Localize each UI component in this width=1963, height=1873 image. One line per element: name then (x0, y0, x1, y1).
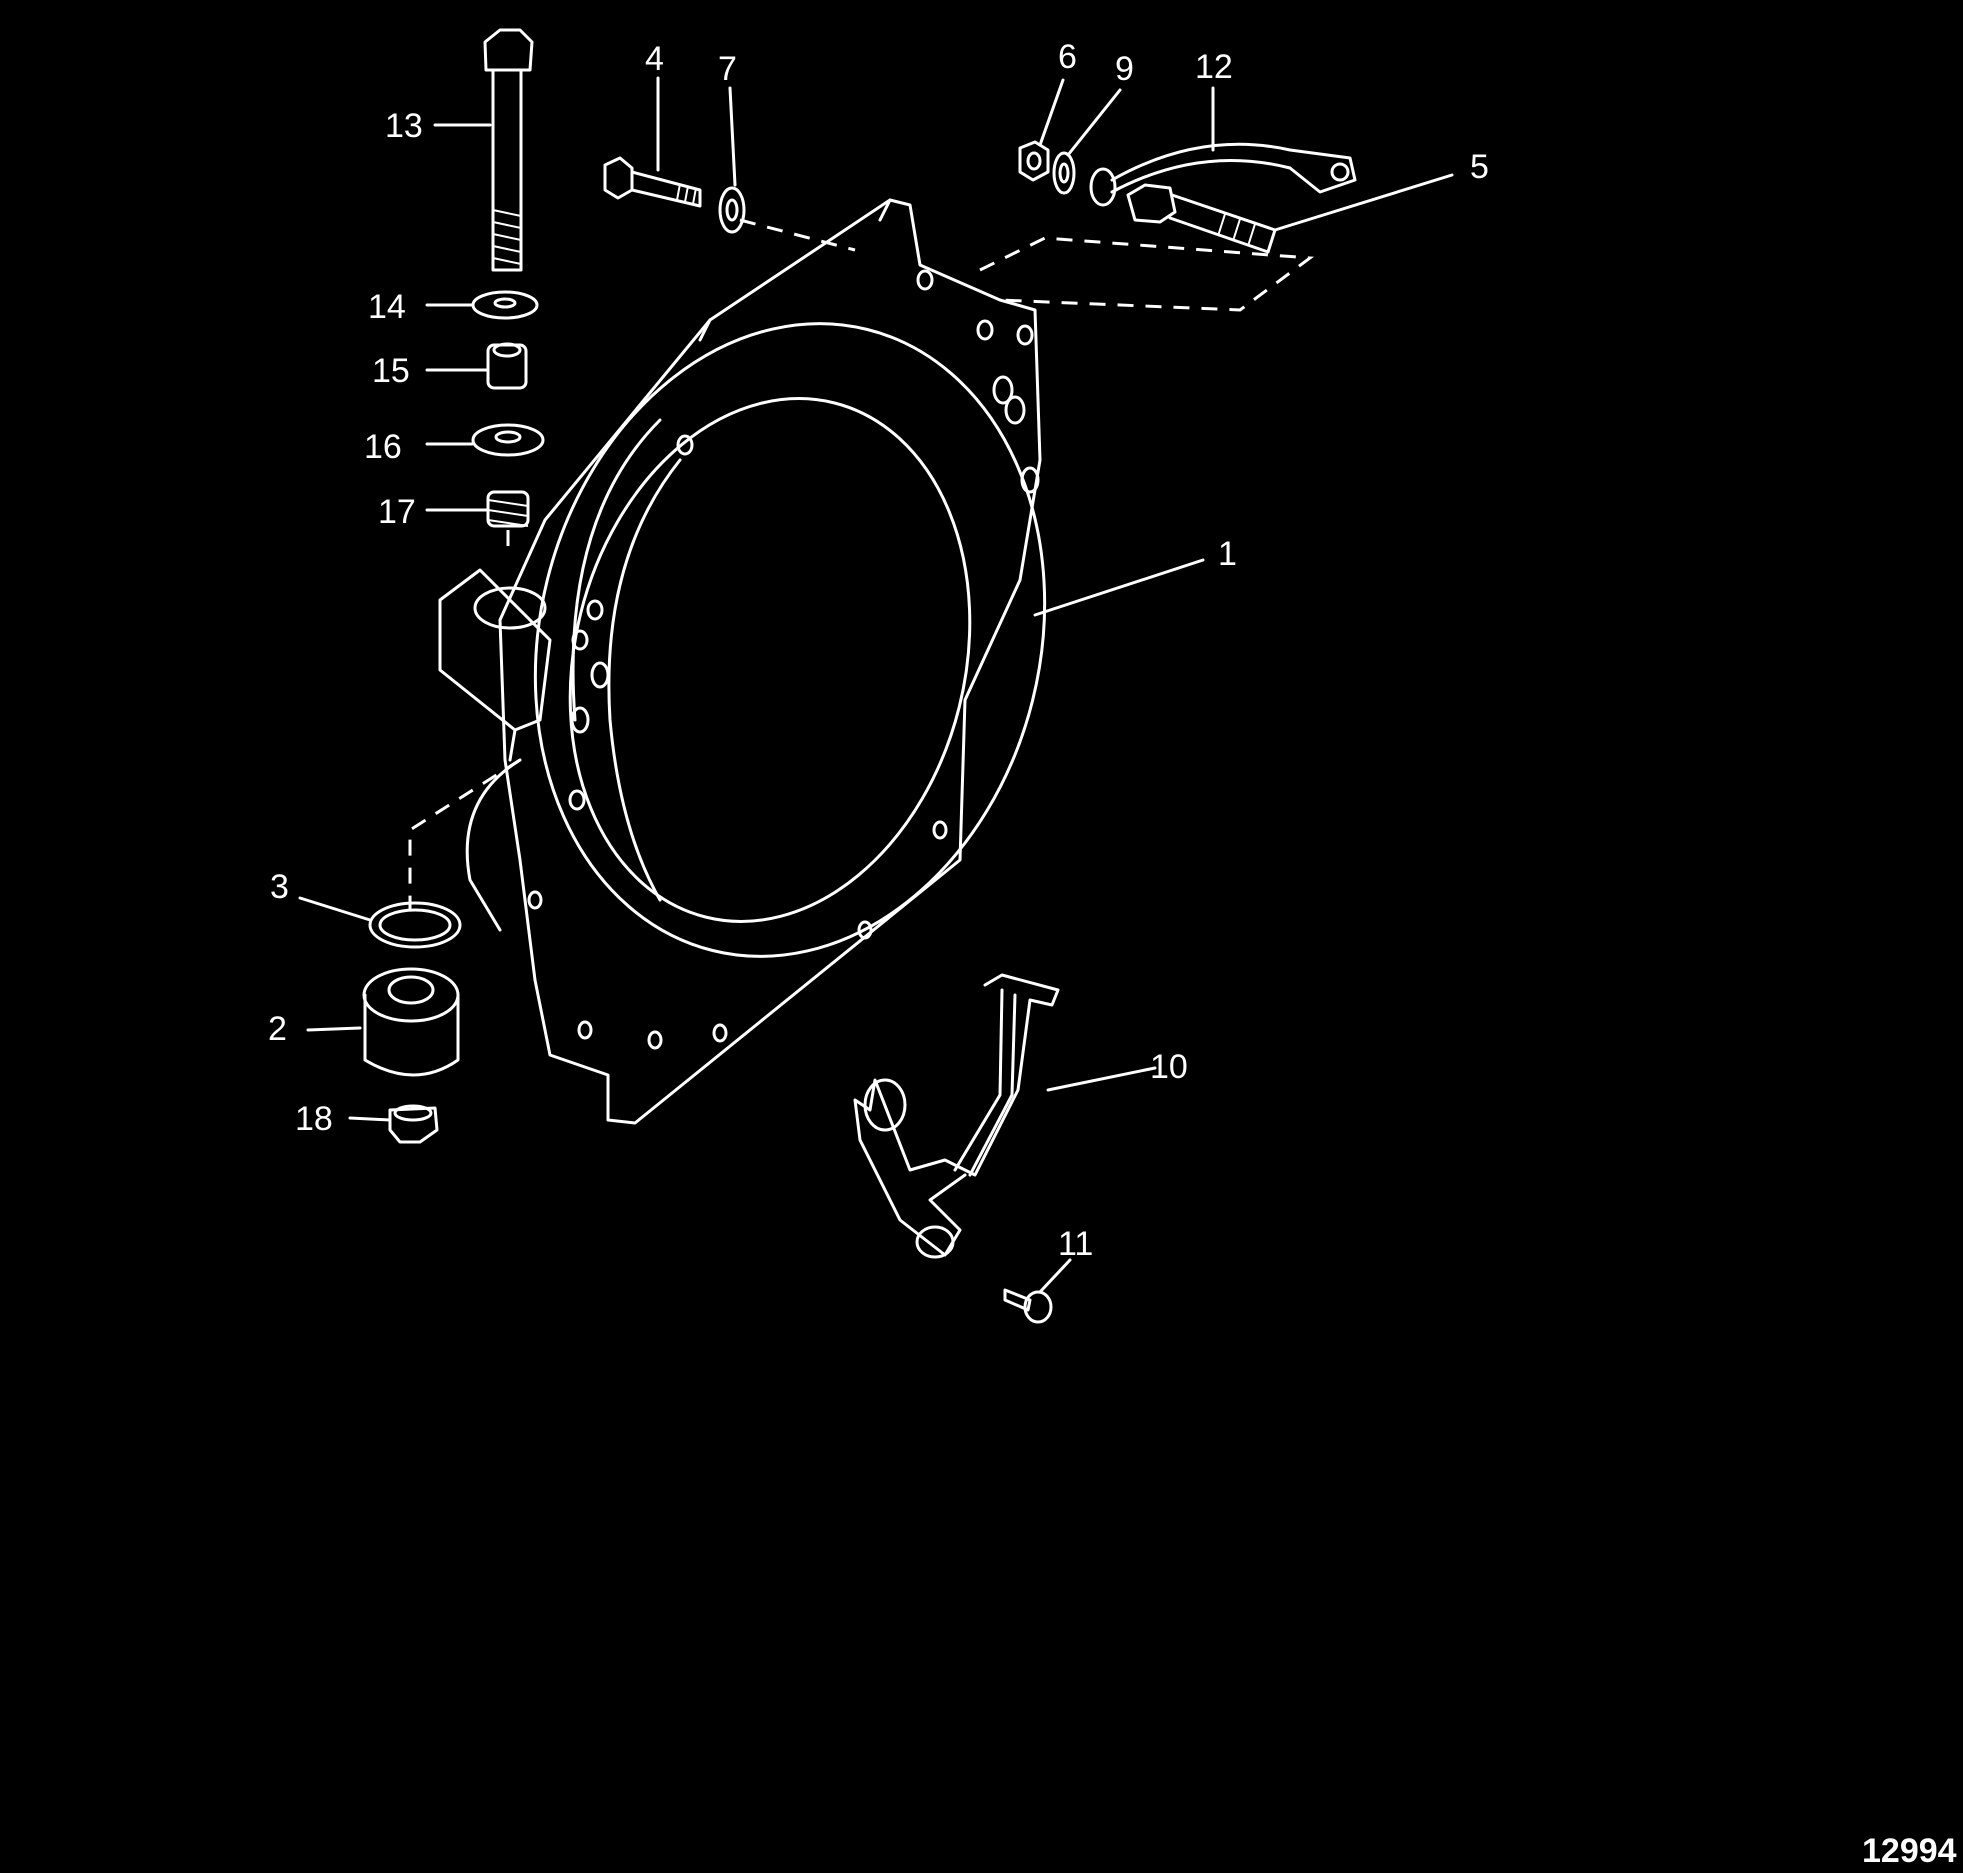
callout-16: 16 (364, 428, 402, 466)
leader-11 (1038, 1258, 1072, 1294)
spring-17 (486, 490, 530, 555)
callout-11: 11 (1058, 1225, 1093, 1263)
leader-6 (1038, 78, 1065, 147)
callout-7: 7 (718, 50, 737, 88)
leader-lines (298, 76, 1454, 1294)
flange-bolt-holes (527, 269, 1040, 1050)
callout-5: 5 (1470, 148, 1489, 186)
callout-17: 17 (378, 493, 416, 531)
bracket-10 (853, 973, 1060, 1259)
callout-labels: 1 2 3 4 5 6 7 9 10 11 12 13 14 15 16 17 … (268, 38, 1489, 1263)
bolt-4 (603, 156, 702, 208)
leader-5 (1273, 173, 1454, 232)
nut-6 (1018, 140, 1050, 182)
callout-2: 2 (268, 1010, 287, 1048)
mount-bolt-13 (483, 28, 534, 272)
leader-7 (728, 86, 737, 187)
mount-bushing-2 (362, 967, 460, 1077)
figure-number: 12994 (1862, 1832, 1957, 1870)
washer-7 (718, 186, 746, 234)
screw-11 (1003, 1288, 1053, 1324)
leader-1 (1033, 558, 1205, 617)
leader-3 (298, 896, 372, 922)
callout-13: 13 (385, 107, 423, 145)
leader-10 (1046, 1066, 1157, 1092)
assembly-path-bolt-5 (979, 236, 1315, 312)
leader-2 (306, 1026, 362, 1032)
leader-9 (1066, 88, 1122, 157)
callout-12: 12 (1195, 48, 1233, 86)
leader-18 (348, 1116, 392, 1122)
washer-16 (471, 423, 545, 457)
assembly-path-bolt-4 (739, 218, 856, 252)
callout-10: 10 (1150, 1048, 1188, 1086)
callout-3: 3 (270, 868, 289, 906)
washer-14 (471, 290, 539, 320)
callout-1: 1 (1218, 535, 1237, 573)
callout-15: 15 (372, 352, 410, 390)
spacer-15 (486, 342, 528, 390)
cable-12 (1089, 142, 1357, 207)
flywheel-housing (438, 198, 1047, 1125)
assembly-path-mount (408, 758, 521, 910)
callout-18: 18 (295, 1100, 333, 1138)
callout-6: 6 (1058, 38, 1077, 76)
callout-14: 14 (368, 288, 406, 326)
nut-18 (388, 1104, 439, 1144)
callout-9: 9 (1115, 50, 1134, 88)
washer-9 (1052, 151, 1076, 195)
ring-3 (368, 901, 462, 949)
callout-4: 4 (645, 40, 664, 78)
bolt-5 (1126, 183, 1277, 254)
